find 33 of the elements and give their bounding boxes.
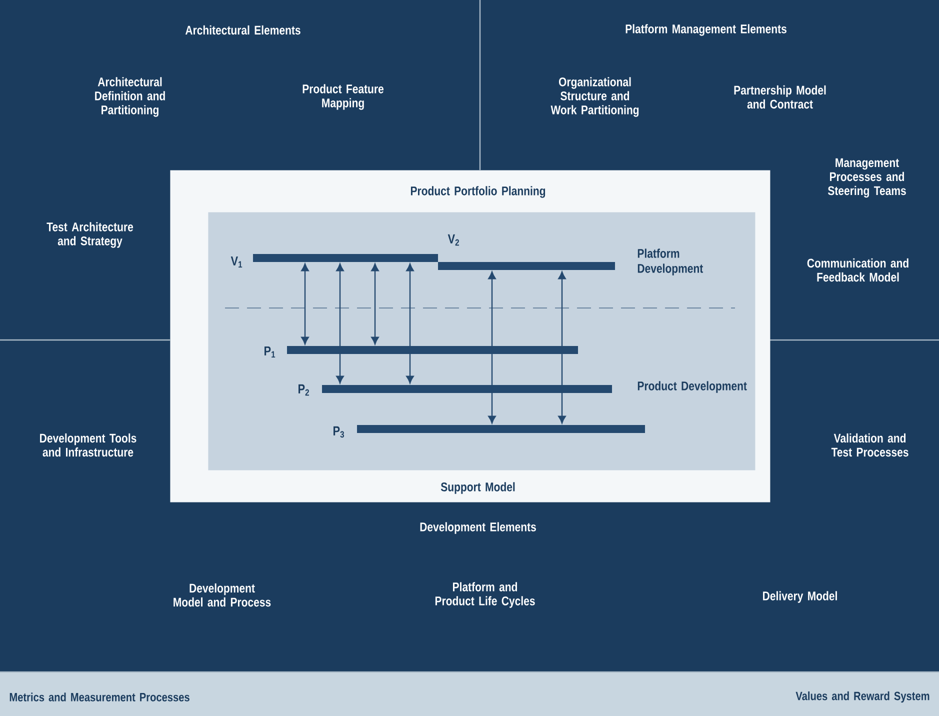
arrow: [558, 272, 566, 424]
element-label: Partnership Model and Contract: [734, 85, 826, 109]
arrow: [406, 264, 414, 384]
element-label: Development Tools and Infrastructure: [40, 433, 136, 457]
element-label: Development Model and Process: [174, 583, 271, 607]
diagram-panel: [208, 212, 756, 470]
section-heading: Architectural Elements: [185, 25, 300, 35]
row-label: Platform Development: [638, 248, 704, 276]
element-label: Management Processes and Steering Teams: [828, 158, 906, 198]
section-heading: Platform Management Elements: [626, 24, 786, 36]
bar-label: V$_{2}$: [448, 234, 459, 246]
arrow: [301, 264, 309, 345]
card-heading: Product Portfolio Planning: [410, 186, 546, 198]
bar-label: V$_{1}$: [230, 256, 242, 268]
element-label: Platform and Product Life Cycles: [435, 582, 535, 608]
element-label: Validation and Test Processes: [831, 433, 908, 457]
element-label: Communication and Feedback Model: [807, 258, 908, 282]
row-label: Product Development: [638, 381, 747, 393]
element-label: Test Architecture and Strategy: [46, 222, 134, 248]
bar-label: P$_{2}$: [298, 384, 309, 396]
section-heading: Development Elements: [420, 522, 536, 534]
bar-label: P$_{1}$: [264, 346, 276, 358]
element-label: Architectural Definition and Partitioning: [95, 77, 165, 117]
footer-label: Values and Reward System: [796, 691, 930, 703]
bar-label: P$_{3}$: [334, 426, 344, 438]
footer-label: Metrics and Measurement Processes: [10, 692, 190, 702]
card-heading: Support Model: [440, 482, 515, 494]
arrow: [336, 264, 344, 384]
element-label: Product Feature Mapping: [302, 84, 384, 110]
element-label: Organizational Structure and Work Partitioning: [550, 77, 639, 117]
arrow: [371, 264, 379, 345]
element-label: Delivery Model: [763, 591, 837, 603]
arrow: [488, 272, 496, 424]
